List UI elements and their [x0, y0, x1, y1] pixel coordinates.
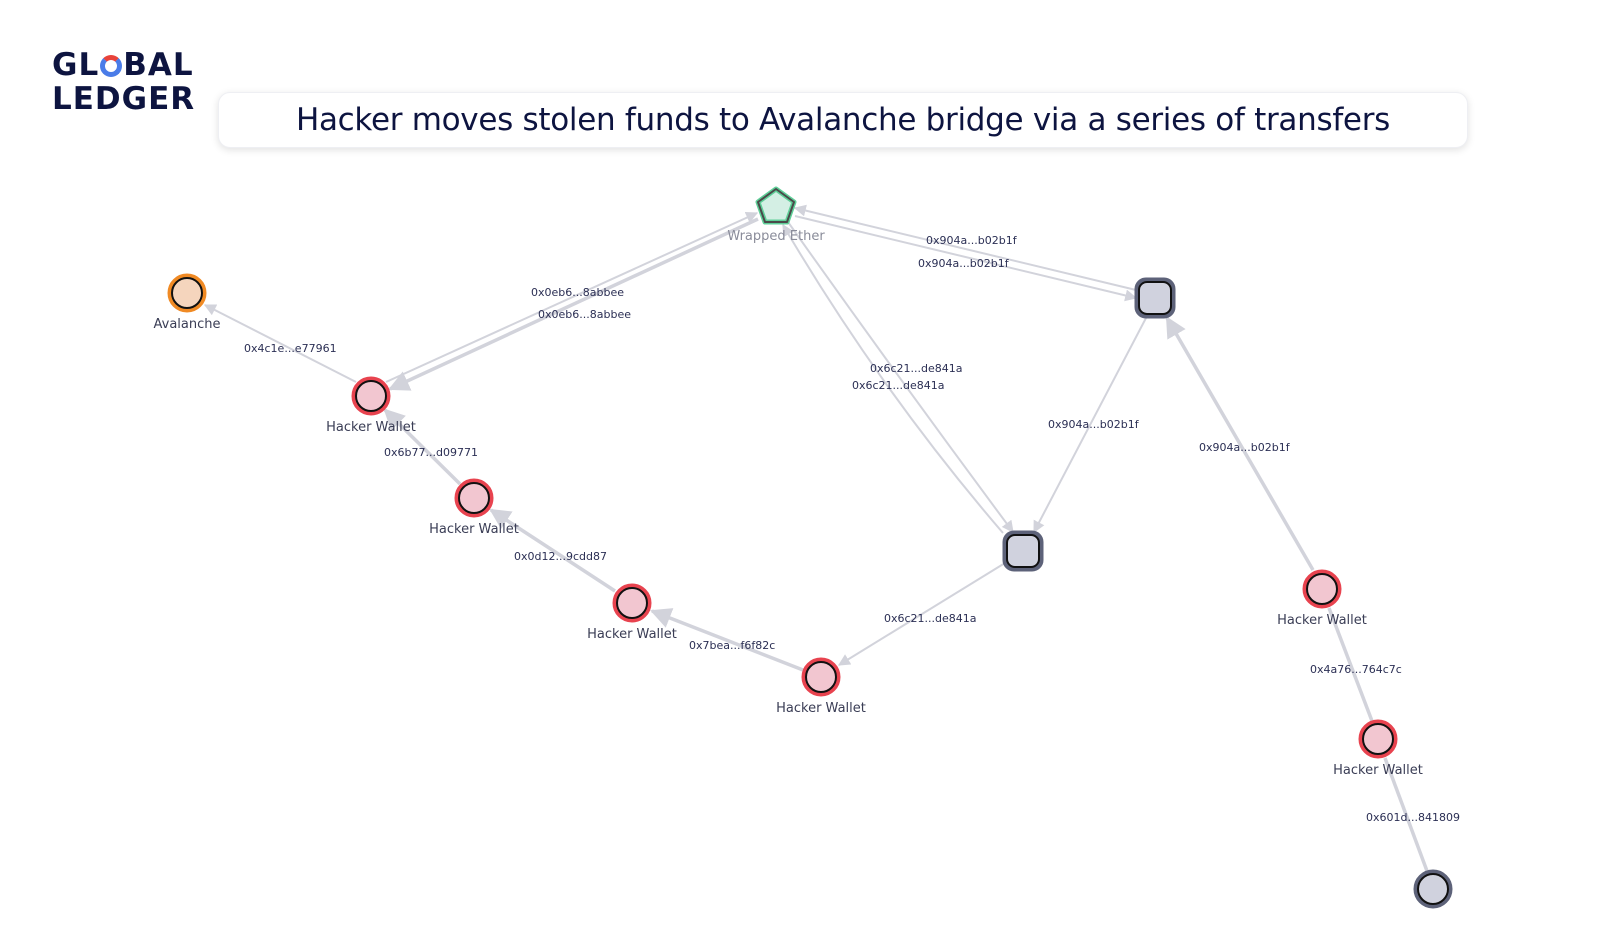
node-label: Hacker Wallet: [1277, 613, 1367, 628]
edge-label: 0x0eb6...8abbee: [538, 308, 631, 321]
node-weth[interactable]: Wrapped Ether: [727, 186, 825, 244]
node-outline: [1138, 281, 1172, 315]
address-node-icon[interactable]: [1413, 869, 1453, 909]
edge-hw2-hw1[interactable]: [383, 408, 462, 486]
edge-label: 0x0eb6...8abbee: [531, 286, 624, 299]
edge-label: 0x6c21...de841a: [870, 362, 963, 375]
edge-label: 0x601d...841809: [1366, 811, 1460, 824]
node-label: Wrapped Ether: [727, 229, 825, 244]
avalanche-node-icon[interactable]: [167, 273, 207, 313]
edge-weth-sqmid[interactable]: [787, 221, 1014, 533]
node-label: Hacker Wallet: [587, 627, 677, 642]
node-outline: [1006, 534, 1040, 568]
node-hacker-wallet-3[interactable]: Hacker Wallet: [587, 583, 677, 642]
edge-sqmid-hw4[interactable]: [837, 562, 1006, 666]
wallet-node-icon[interactable]: [454, 478, 494, 518]
node-label: Hacker Wallet: [1333, 763, 1423, 778]
wallet-node-icon[interactable]: [1302, 569, 1342, 609]
wallet-node-icon[interactable]: [801, 657, 841, 697]
edges: [203, 204, 1429, 872]
edge-sqtop-weth[interactable]: [793, 204, 1137, 291]
edge-label: 0x7bea...f6f82c: [689, 639, 775, 652]
global-ledger-logo: GL BAL LEDGER: [52, 48, 195, 116]
node-hacker-wallet-4[interactable]: Hacker Wallet: [776, 657, 866, 716]
edge-hw3-hw2[interactable]: [489, 508, 616, 593]
node-end-address[interactable]: [1413, 869, 1453, 909]
node-label: Hacker Wallet: [429, 522, 519, 537]
edge-hw6-end[interactable]: [1383, 757, 1429, 872]
edge-sqmid-weth[interactable]: [782, 223, 1004, 534]
wallet-node-icon[interactable]: [351, 376, 391, 416]
node-outline: [355, 380, 387, 412]
logo-text-bal: BAL: [123, 47, 194, 83]
edge-hw1-weth[interactable]: [385, 212, 759, 383]
node-square-top[interactable]: [1134, 277, 1176, 319]
node-outline: [1417, 873, 1449, 905]
edge-label: 0x904a...b02b1f: [918, 257, 1010, 270]
wallet-node-icon[interactable]: [612, 583, 652, 623]
edge-label: 0x904a...b02b1f: [926, 234, 1018, 247]
node-avalanche[interactable]: Avalanche: [154, 273, 221, 332]
entity-square-icon[interactable]: [1134, 277, 1176, 319]
node-hacker-wallet-5[interactable]: Hacker Wallet: [1277, 569, 1367, 628]
edge-label: 0x4c1e...e77961: [244, 342, 337, 355]
logo-o-ring-icon: [100, 55, 123, 77]
edge-hw5-sqtop[interactable]: [1165, 316, 1315, 571]
edge-label: 0x4a76...764c7c: [1310, 663, 1402, 676]
edge-labels: 0x4c1e...e77961 0x0eb6...8abbee 0x0eb6..…: [244, 234, 1460, 824]
edge-sqtop-sqmid[interactable]: [1033, 317, 1147, 534]
edge-label: 0x0d12...9cdd87: [514, 550, 607, 563]
page-title: Hacker moves stolen funds to Avalanche b…: [295, 102, 1391, 138]
logo-text-gl: GL: [52, 47, 100, 83]
edge-label: 0x6c21...de841a: [884, 612, 977, 625]
wallet-node-icon[interactable]: [1358, 719, 1398, 759]
edge-weth-sqtop[interactable]: [794, 215, 1138, 302]
entity-square-icon[interactable]: [1002, 530, 1044, 572]
node-hacker-wallet-1[interactable]: Hacker Wallet: [326, 376, 416, 435]
pentagon-outline: [757, 188, 795, 223]
node-label: Hacker Wallet: [326, 420, 416, 435]
node-outline: [1362, 723, 1394, 755]
node-outline: [458, 482, 490, 514]
edge-label: 0x6b77...d09771: [384, 446, 478, 459]
logo-line-1: GL BAL: [52, 48, 195, 82]
logo-line-2: LEDGER: [52, 81, 196, 117]
edge-weth-hw1[interactable]: [388, 217, 759, 391]
node-label: Hacker Wallet: [776, 701, 866, 716]
node-outline: [805, 661, 837, 693]
title-banner: Hacker moves stolen funds to Avalanche b…: [218, 92, 1468, 148]
node-label: Avalanche: [154, 317, 221, 332]
node-outline: [616, 587, 648, 619]
edge-hw5-hw6[interactable]: [1327, 607, 1374, 722]
edge-label: 0x904a...b02b1f: [1048, 418, 1140, 431]
node-outline: [171, 277, 203, 309]
edge-label: 0x6c21...de841a: [852, 379, 945, 392]
node-outline: [1306, 573, 1338, 605]
edge-hw4-hw3[interactable]: [650, 608, 804, 672]
node-square-mid[interactable]: [1002, 530, 1044, 572]
node-hacker-wallet-6[interactable]: Hacker Wallet: [1333, 719, 1423, 778]
node-hacker-wallet-2[interactable]: Hacker Wallet: [429, 478, 519, 537]
edge-label: 0x904a...b02b1f: [1199, 441, 1291, 454]
edge-hw1-avalanche[interactable]: [203, 304, 357, 383]
